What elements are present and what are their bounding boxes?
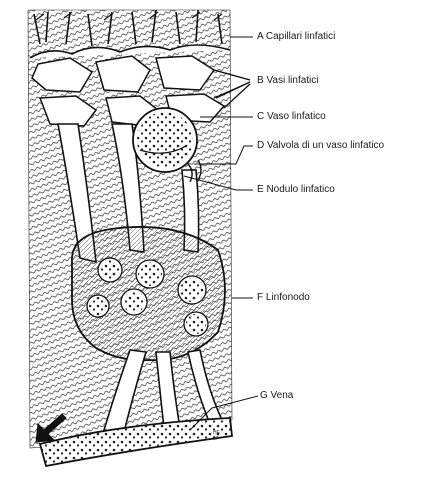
lymphatic-capillaries xyxy=(29,9,231,59)
lymphatic-nodule xyxy=(132,107,198,173)
artist-signature: HE. 97 xyxy=(213,430,221,442)
label-linfonodo: F Linfonodo xyxy=(257,292,310,303)
lymph-vessel-valve xyxy=(187,159,202,183)
label-vasi-linfatici: B Vasi linfatici xyxy=(257,75,319,86)
vein xyxy=(38,417,233,468)
label-vaso-linfatico: C Vaso linfatico xyxy=(257,111,326,122)
artist-signature-year: 97 xyxy=(213,436,219,442)
label-capillari-linfatici: A Capillari linfatici xyxy=(257,31,336,42)
leader-lines xyxy=(183,36,259,431)
label-nodulo-linfatico: E Nodulo linfatico xyxy=(257,184,335,195)
artist-signature-initials: HE. xyxy=(213,430,222,436)
flow-arrow-icon xyxy=(35,413,67,443)
lymph-node xyxy=(71,226,226,362)
label-valvola-vaso-linfatico: D Valvola di un vaso linfatico xyxy=(257,140,385,151)
label-vena: G Vena xyxy=(260,390,294,401)
